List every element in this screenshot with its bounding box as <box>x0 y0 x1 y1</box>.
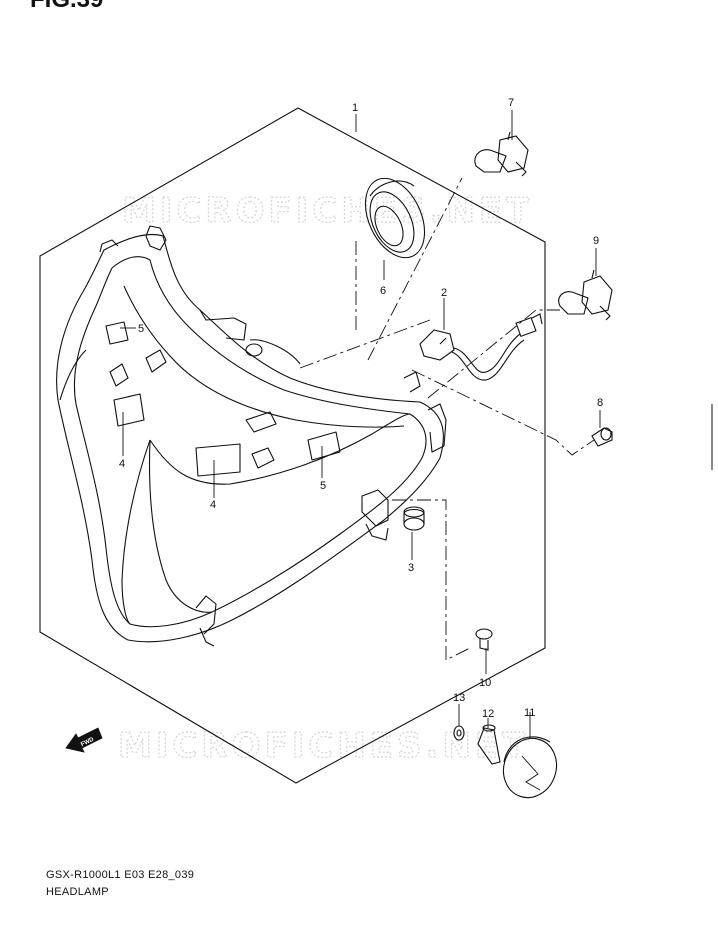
callout-9: 9 <box>593 235 599 247</box>
part-8-small-bulb <box>591 427 613 447</box>
fwd-arrow-icon: FWD <box>65 727 103 753</box>
callout-4-left: 4 <box>119 458 125 470</box>
callout-7: 7 <box>508 97 514 109</box>
fwd-label: FWD <box>80 736 96 748</box>
callout-3: 3 <box>408 562 414 574</box>
callout-1: 1 <box>352 102 358 114</box>
watermark-top: MICROFICHES.NET <box>122 191 533 231</box>
callout-10: 10 <box>479 677 491 689</box>
part-7-bulb <box>474 131 529 177</box>
callout-2: 2 <box>441 287 447 299</box>
part-11-cap <box>502 736 558 799</box>
part-12-bolt <box>477 724 501 765</box>
part-10-screw <box>475 628 493 651</box>
callout-4-center: 4 <box>210 499 216 511</box>
leader-lines <box>120 110 601 738</box>
callout-5-right: 5 <box>320 480 326 492</box>
figure-title: FIG.39 <box>30 0 103 14</box>
callout-labels: 1 2 3 4 4 5 5 6 7 8 9 10 11 12 13 <box>119 97 603 720</box>
part-2-socket-harness <box>419 313 543 381</box>
model-code-caption: GSX-R1000L1 E03 E28_039 <box>46 869 195 881</box>
assembly-outline <box>39 107 546 784</box>
watermark-bottom: MICROFICHES.NET <box>118 726 529 766</box>
callout-8: 8 <box>597 397 603 409</box>
part-name-caption: HEADLAMP <box>46 886 109 898</box>
headlamp-housing <box>56 225 447 647</box>
part-9-bulb <box>558 269 613 321</box>
callout-6: 6 <box>380 285 386 297</box>
callout-13: 13 <box>453 692 465 704</box>
callout-12: 12 <box>482 708 494 720</box>
part-3-grommet <box>403 506 425 531</box>
part-6-rubber-cap <box>364 177 426 259</box>
callout-5-left: 5 <box>138 323 144 335</box>
callout-11: 11 <box>524 707 535 719</box>
